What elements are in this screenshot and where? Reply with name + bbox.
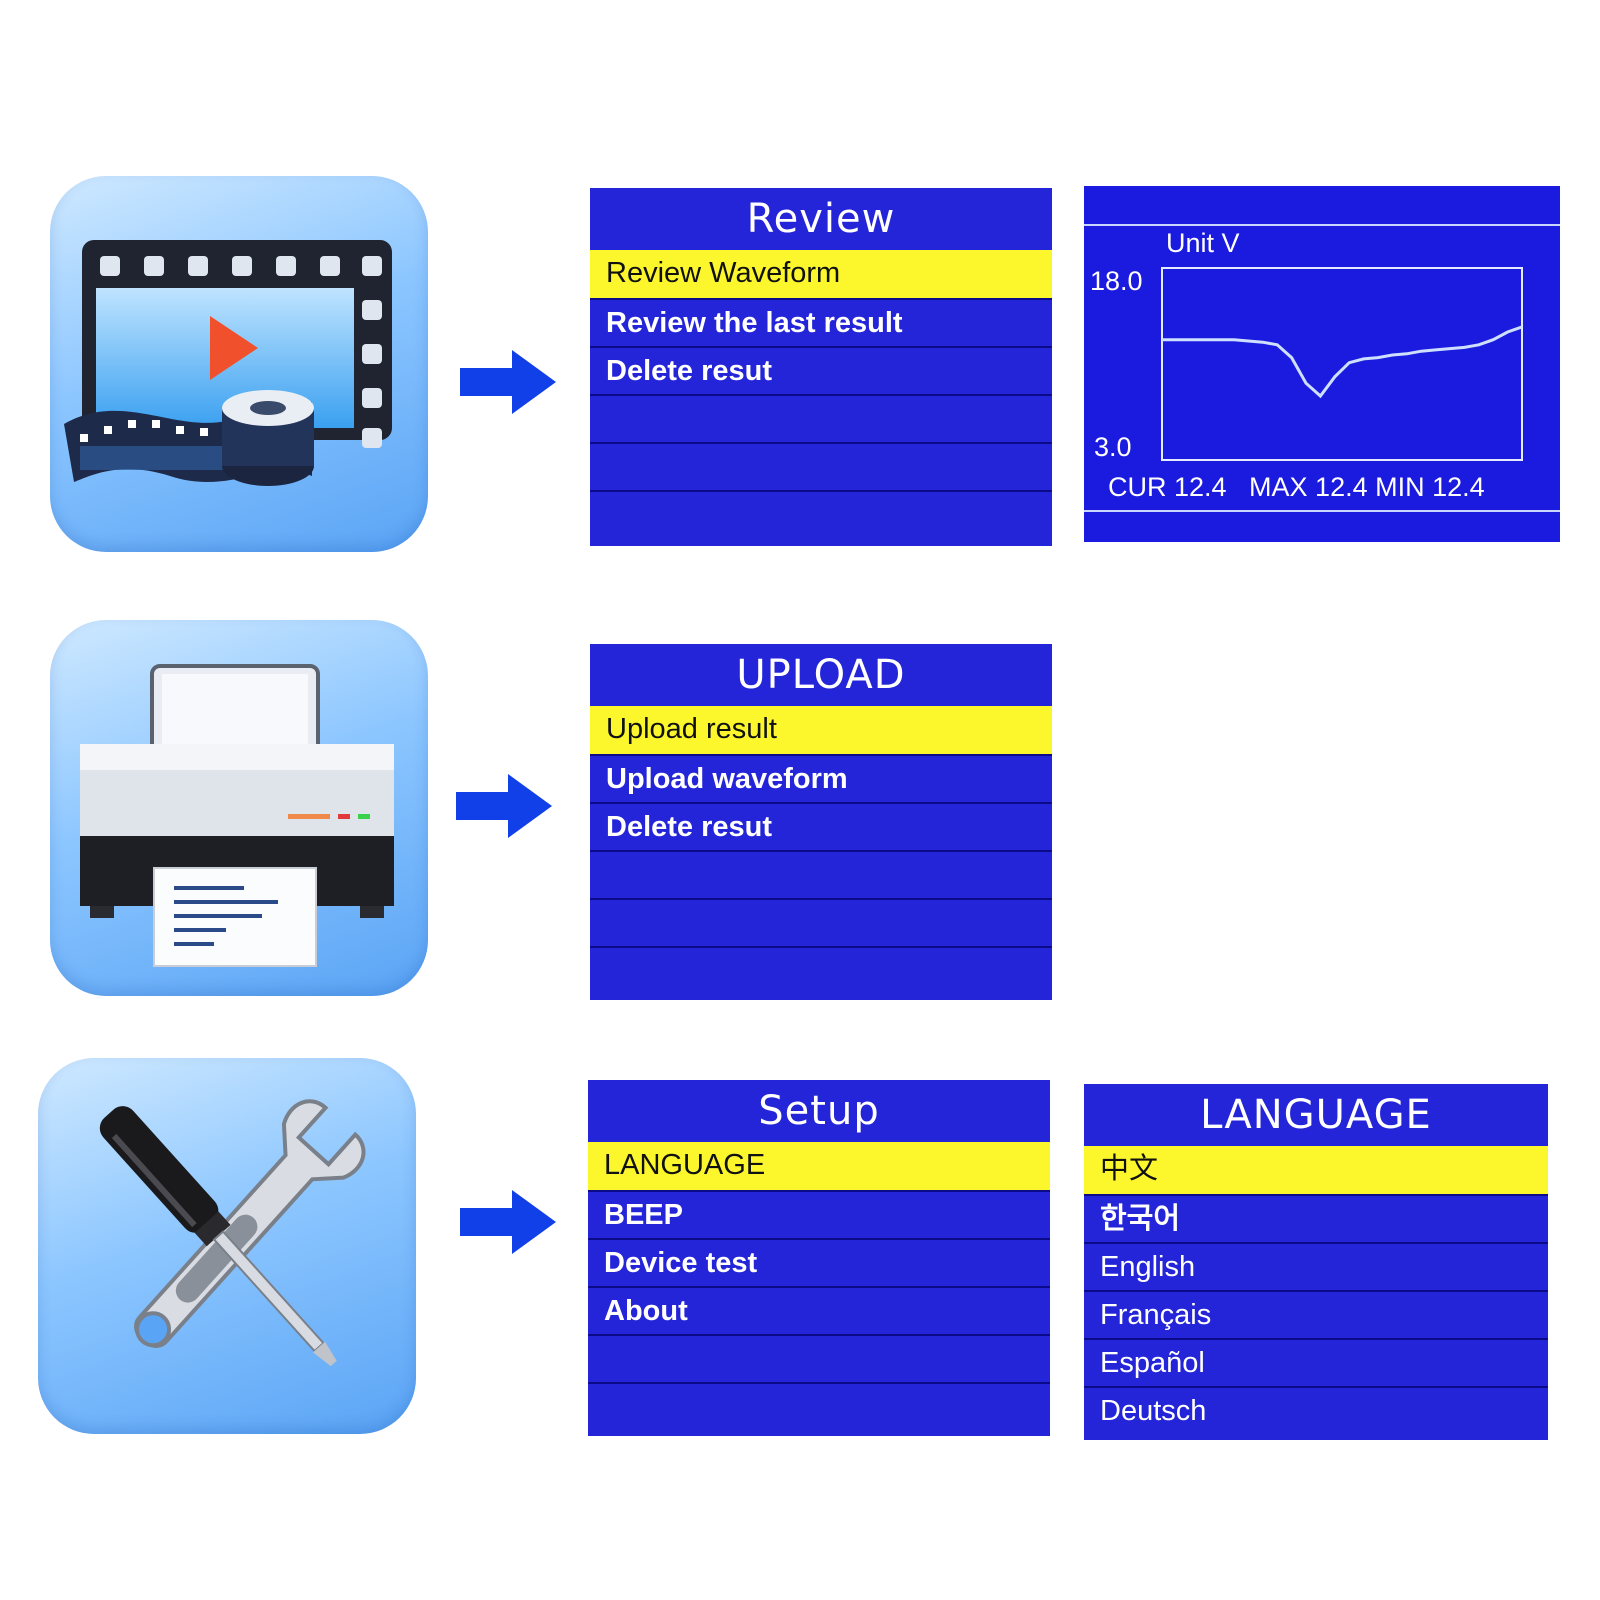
film-play-icon (64, 240, 392, 486)
waveform-screen: Unit V 18.0 3.0 CUR 12.4 MAX 12.4 MIN 12… (1084, 186, 1560, 542)
waveform-y-min-label: 3.0 (1094, 432, 1132, 462)
upload-menu-item[interactable] (590, 898, 1052, 946)
waveform-unit-label: Unit V (1166, 228, 1240, 258)
upload-menu-item[interactable] (590, 946, 1052, 994)
language-option[interactable]: 한국어 (1084, 1194, 1548, 1242)
review-menu-screen: Review Review Waveform Review the last r… (590, 188, 1052, 546)
review-menu-title: Review (746, 196, 896, 242)
upload-menu-item[interactable]: Upload result (590, 706, 1052, 754)
arrow-right-upload (456, 774, 556, 838)
setup-menu-item[interactable]: About (588, 1286, 1050, 1334)
review-menu-item[interactable]: Review Waveform (590, 250, 1052, 298)
language-option[interactable]: Français (1084, 1290, 1548, 1338)
setup-app-icon[interactable] (38, 1058, 416, 1434)
waveform-series-line (1162, 325, 1523, 399)
setup-menu-title: Setup (758, 1088, 880, 1134)
arrow-right-review (460, 350, 560, 414)
language-menu-title: LANGUAGE (1200, 1092, 1432, 1138)
setup-menu-item[interactable] (588, 1382, 1050, 1430)
review-menu-item[interactable] (590, 394, 1052, 442)
setup-menu-screen: Setup LANGUAGE BEEP Device test About (588, 1080, 1050, 1436)
language-option[interactable]: English (1084, 1242, 1548, 1290)
review-app-icon[interactable] (50, 176, 428, 552)
waveform-readout: CUR 12.4 MAX 12.4 MIN 12.4 (1108, 472, 1485, 502)
arrow-right-icon (460, 1190, 556, 1254)
language-option[interactable]: Español (1084, 1338, 1548, 1386)
language-menu-screen: LANGUAGE 中文 한국어 English Français Español… (1084, 1084, 1548, 1440)
language-option[interactable]: Deutsch (1084, 1386, 1548, 1434)
arrow-right-icon (460, 350, 556, 414)
review-menu-item[interactable]: Delete resut (590, 346, 1052, 394)
review-menu-item[interactable] (590, 442, 1052, 490)
upload-menu-screen: UPLOAD Upload result Upload waveform Del… (590, 644, 1052, 1000)
upload-menu-item[interactable]: Delete resut (590, 802, 1052, 850)
upload-app-icon[interactable] (50, 620, 428, 996)
setup-menu-item[interactable]: LANGUAGE (588, 1142, 1050, 1190)
upload-menu-item[interactable]: Upload waveform (590, 754, 1052, 802)
tools-icon (99, 1099, 366, 1367)
waveform-plot-frame (1161, 267, 1523, 461)
language-option[interactable]: 中文 (1084, 1146, 1548, 1194)
upload-menu-title: UPLOAD (736, 652, 906, 698)
review-menu-item[interactable] (590, 490, 1052, 538)
waveform-chart (1161, 267, 1523, 461)
setup-menu-item[interactable] (588, 1334, 1050, 1382)
upload-menu-item[interactable] (590, 850, 1052, 898)
arrow-right-setup (460, 1190, 560, 1254)
review-menu-item[interactable]: Review the last result (590, 298, 1052, 346)
setup-menu-item[interactable]: BEEP (588, 1190, 1050, 1238)
waveform-y-max-label: 18.0 (1090, 266, 1143, 296)
arrow-right-icon (456, 774, 552, 838)
waveform-top-rule (1084, 224, 1560, 226)
printer-icon (80, 664, 394, 967)
setup-menu-item[interactable]: Device test (588, 1238, 1050, 1286)
waveform-bottom-rule (1084, 510, 1560, 512)
